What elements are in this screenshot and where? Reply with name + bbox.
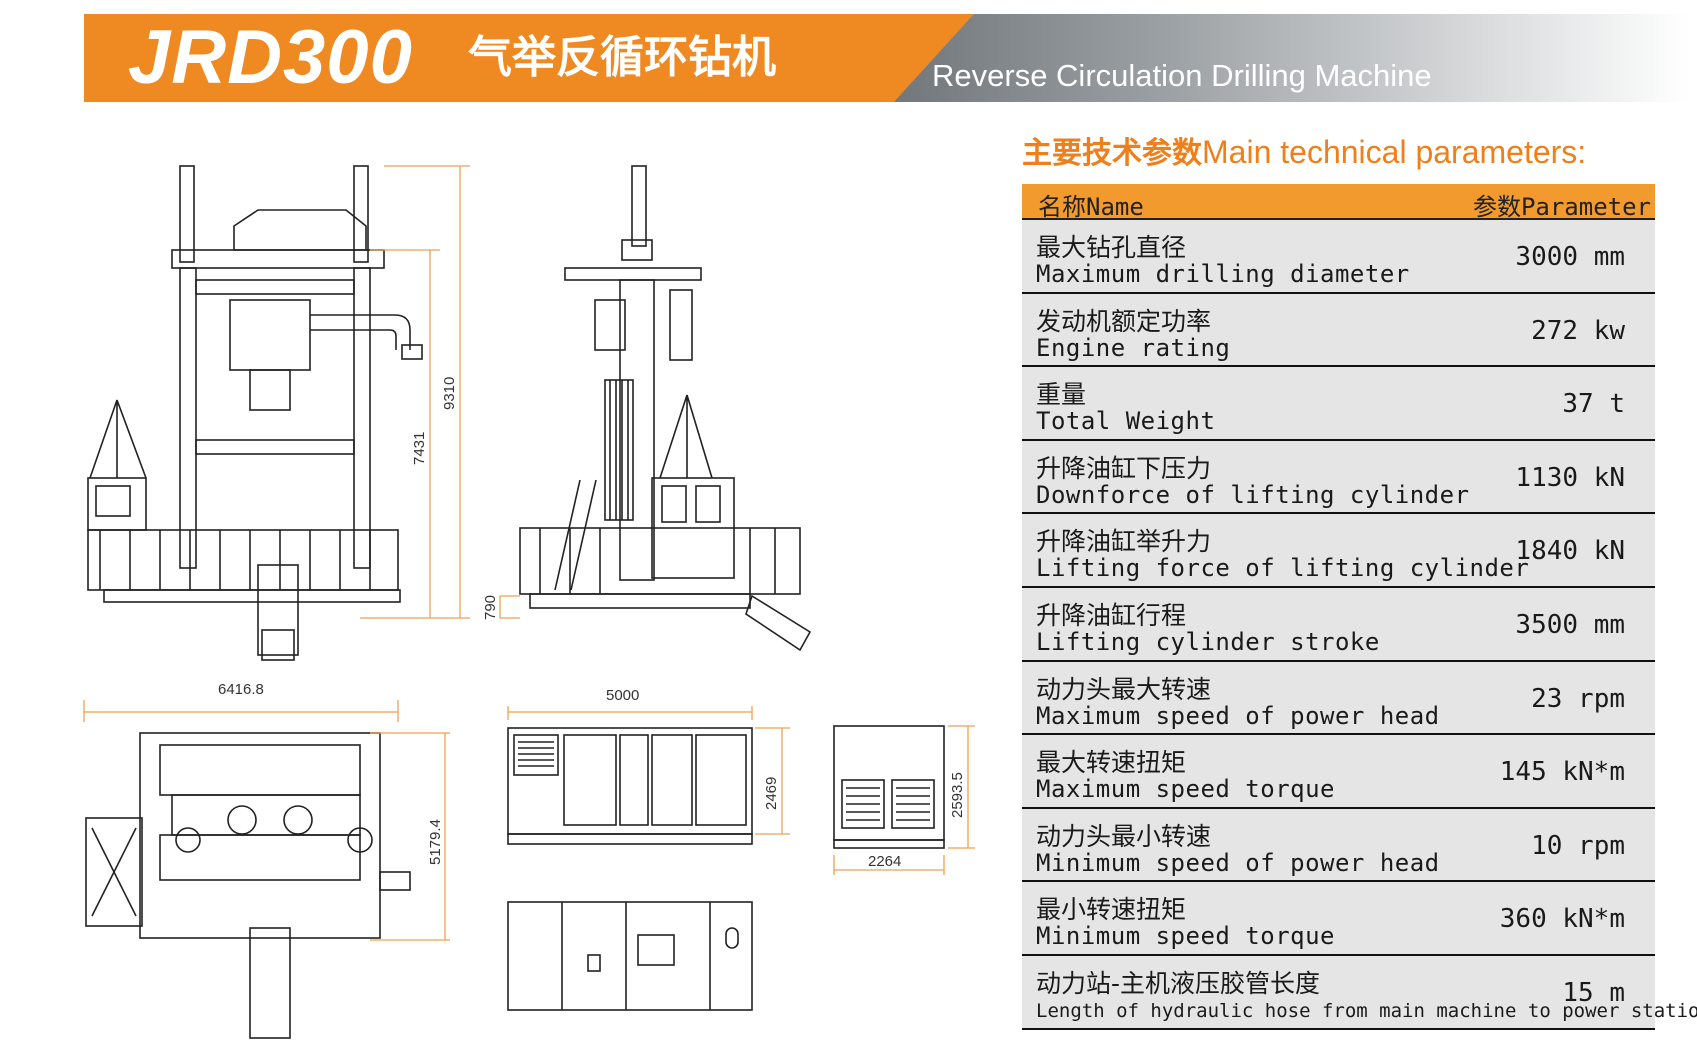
row-name-en: Minimum speed torque	[1036, 922, 1335, 951]
header-parameter: 参数Parameter	[1472, 193, 1651, 221]
row-name-en: Lifting force of lifting cylinder	[1036, 554, 1530, 583]
header-orange-band	[84, 14, 974, 102]
row-value: 1840 kN	[1515, 536, 1625, 567]
params-title-cn: 主要技术参数	[1022, 136, 1202, 171]
row-value: 15 m	[1562, 977, 1625, 1008]
params-title: 主要技术参数Main technical parameters:	[1022, 128, 1586, 172]
row-name-cn: 升降油缸行程	[1036, 600, 1187, 630]
row-value: 10 rpm	[1531, 830, 1625, 861]
dim-station-height-end: 2593.5	[949, 772, 966, 818]
dim-top-depth: 5179.4	[427, 819, 444, 865]
row-value: 3500 mm	[1515, 609, 1625, 640]
row-name-cn: 动力头最小转速	[1036, 821, 1212, 851]
row-value: 1130 kN	[1515, 462, 1625, 493]
row-name-cn: 最大钻孔直径	[1036, 233, 1187, 262]
row-value: 272 kw	[1531, 315, 1625, 346]
dim-front-height-total: 9310	[441, 377, 458, 410]
power-station-side-drawing	[507, 727, 753, 845]
row-name-cn: 发动机额定功率	[1036, 306, 1212, 336]
header-grey-band	[870, 14, 1690, 102]
side-view-drawing	[519, 165, 812, 652]
row-name-cn: 动力站-主机液压胶管长度	[1036, 968, 1321, 998]
dim-side-base-height: 790	[482, 595, 499, 620]
top-view-drawing	[85, 732, 411, 1039]
power-station-top-drawing	[507, 901, 753, 1011]
dim-station-width: 2264	[868, 853, 901, 870]
title-chinese: 气举反循环钻机	[468, 32, 776, 83]
row-name-en: Maximum speed of power head	[1036, 701, 1440, 730]
model-name: JRD300	[128, 15, 413, 100]
row-value: 145 kN*m	[1499, 757, 1625, 788]
row-name-en: Minimum speed of power head	[1036, 848, 1440, 877]
row-name-en: Length of hydraulic hose from main machi…	[1036, 999, 1697, 1022]
row-name-cn: 升降油缸举升力	[1036, 527, 1212, 557]
row-value: 37 t	[1562, 389, 1625, 420]
row-value: 23 rpm	[1531, 683, 1625, 714]
title-english: Reverse Circulation Drilling Machine	[932, 58, 1432, 93]
row-name-cn: 最大转速扭矩	[1036, 748, 1187, 778]
dim-station-length: 5000	[606, 687, 639, 704]
row-name-en: Downforce of lifting cylinder	[1036, 480, 1470, 509]
row-name-en: Engine rating	[1036, 333, 1231, 362]
row-name-cn: 动力头最大转速	[1036, 674, 1212, 704]
header-name: 名称Name	[1038, 193, 1144, 221]
dim-station-height: 2469	[763, 777, 780, 810]
row-name-en: Maximum drilling diameter	[1036, 260, 1410, 288]
front-view-drawing	[87, 165, 423, 661]
params-title-en: Main technical parameters:	[1202, 134, 1587, 170]
row-name-en: Total Weight	[1036, 407, 1216, 436]
dim-front-height-frame: 7431	[411, 432, 428, 465]
row-name-cn: 最小转速扭矩	[1036, 895, 1187, 925]
row-name-en: Lifting cylinder stroke	[1036, 627, 1380, 656]
dim-top-width: 6416.8	[218, 681, 264, 698]
row-value: 360 kN*m	[1499, 904, 1625, 935]
technical-drawings: 9310 7431 790 6416.8 5179.4 5000 2469 22…	[83, 165, 975, 1039]
row-value: 3000 mm	[1515, 242, 1625, 272]
row-name-cn: 重量	[1036, 380, 1087, 410]
row-name-cn: 升降油缸下压力	[1036, 453, 1212, 483]
power-station-end-drawing	[833, 725, 945, 849]
table-header: 名称Name 参数Parameter	[1022, 184, 1655, 221]
row-name-en: Maximum speed torque	[1036, 775, 1335, 804]
